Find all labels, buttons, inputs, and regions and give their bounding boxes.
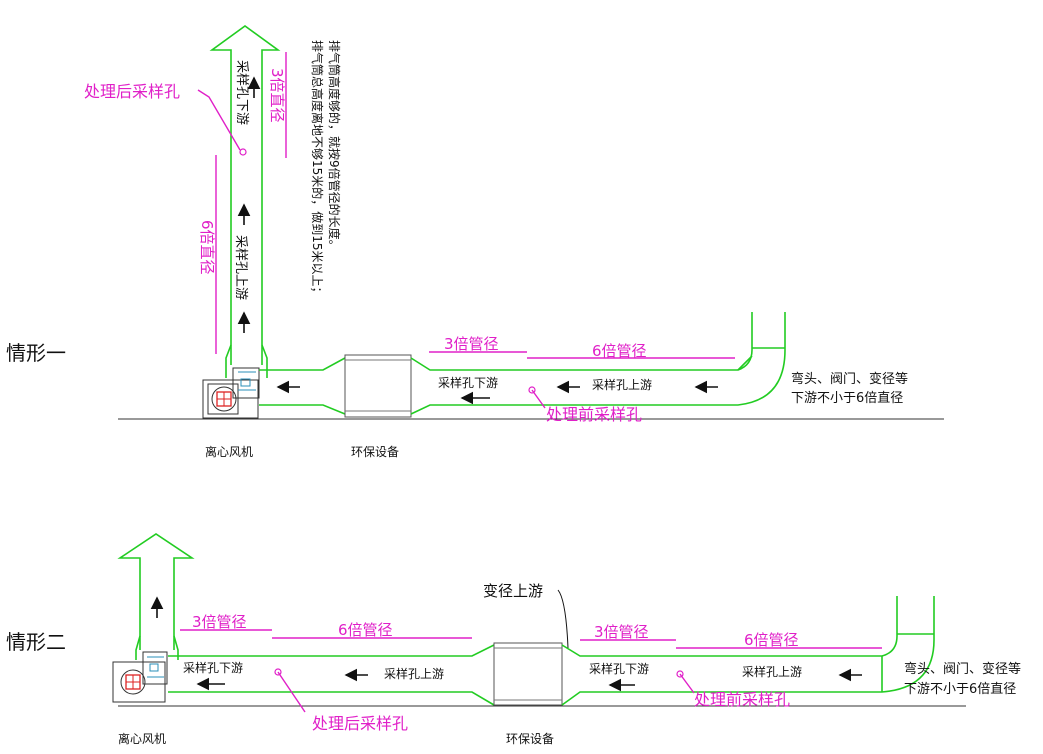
right-duct-bottom-2 [561,596,935,706]
stack-note-line2: 排气筒高度够的，就按9倍管径的长度。 [327,40,342,252]
stack-duct [209,25,281,365]
left-upstream-text-2: 采样孔上游 [384,666,444,681]
pre-sample-leader-1 [531,389,546,409]
scenario-1: 情形一 采样孔下游 采样孔上游 6倍直径 3倍直径 排气筒总高度离地不够15米的… [6,25,944,459]
centrifugal-fan-2 [112,651,168,703]
right-downstream-text-2: 采样孔下游 [589,661,649,676]
stack-note-line1: 排气筒总高度离地不够15米的，做到15米以上； [310,40,325,299]
pre-sample-leader-2 [679,673,695,694]
pre-sample-label-1: 处理前采样孔 [546,405,642,424]
right-upstream-text-2: 采样孔上游 [742,664,802,679]
right-duct-top-2 [561,596,898,657]
duct-downstream-text-1: 采样孔下游 [438,375,498,390]
post-sample-hole-1 [239,148,247,156]
duct-fan-to-equip-bottom-1 [259,404,346,415]
pre-sample-hole-1 [528,386,536,394]
stack-3d-text: 3倍直径 [268,68,286,123]
environmental-equipment-1 [344,354,412,418]
stack-base-left [225,344,232,378]
stack-downstream-text: 采样孔下游 [234,60,249,125]
elbow-note-1-line2: 下游不小于6倍直径 [791,391,903,406]
duct-fan-to-equip-top-1 [259,357,346,371]
left-duct-top-2 [168,644,495,657]
pre-sample-hole-2 [676,670,684,678]
elbow-note-2-line1: 弯头、阀门、变径等 [904,661,1021,677]
post-sample-leader-2 [277,671,306,713]
post-sample-leader-1 [197,89,241,151]
duct-6d-text-1: 6倍管径 [592,342,647,360]
elbow-diag-1 [737,355,753,371]
left-3d-text-2: 3倍管径 [192,613,247,631]
equipment-label-1: 环保设备 [351,445,399,459]
scenario-2-title: 情形二 [6,630,66,654]
centrifugal-fan-1 [202,367,260,419]
stack-base-left-2 [135,635,141,660]
stack-base-right [261,344,268,378]
left-downstream-text-2: 采样孔下游 [183,660,243,675]
right-3d-text-2: 3倍管径 [594,623,649,641]
post-sample-label-1: 处理后采样孔 [84,82,180,101]
environmental-equipment-2 [493,642,563,706]
stack-duct-2 [117,533,195,650]
elbow-note-1-line1: 弯头、阀门、变径等 [791,371,908,387]
scenario-2: 情形二 离心风机 采样孔下游 处理后采样孔 采样孔上游 [6,533,1021,746]
scenario-1-title: 情形一 [6,341,66,365]
duct-3d-text-1: 3倍管径 [444,335,499,353]
post-sample-label-2: 处理后采样孔 [312,714,408,733]
stack-6d-text: 6倍直径 [198,220,216,275]
reducer-leader-2 [557,589,569,649]
post-sample-hole-2 [274,668,282,676]
fan-label-1: 离心风机 [205,444,253,459]
right-6d-text-2: 6倍管径 [744,631,799,649]
duct-upstream-text-1: 采样孔上游 [592,377,652,392]
elbow-note-2-line2: 下游不小于6倍直径 [904,682,1016,697]
equipment-label-2: 环保设备 [506,732,554,746]
reducer-label-2: 变径上游 [483,582,543,600]
duct-main-bottom-1 [410,312,786,415]
fan-label-2: 离心风机 [118,731,166,746]
left-duct-bottom-2 [168,691,495,706]
stack-upstream-text: 采样孔上游 [233,235,248,300]
left-6d-text-2: 6倍管径 [338,621,393,639]
pre-sample-label-2: 处理前采样孔 [694,690,790,709]
